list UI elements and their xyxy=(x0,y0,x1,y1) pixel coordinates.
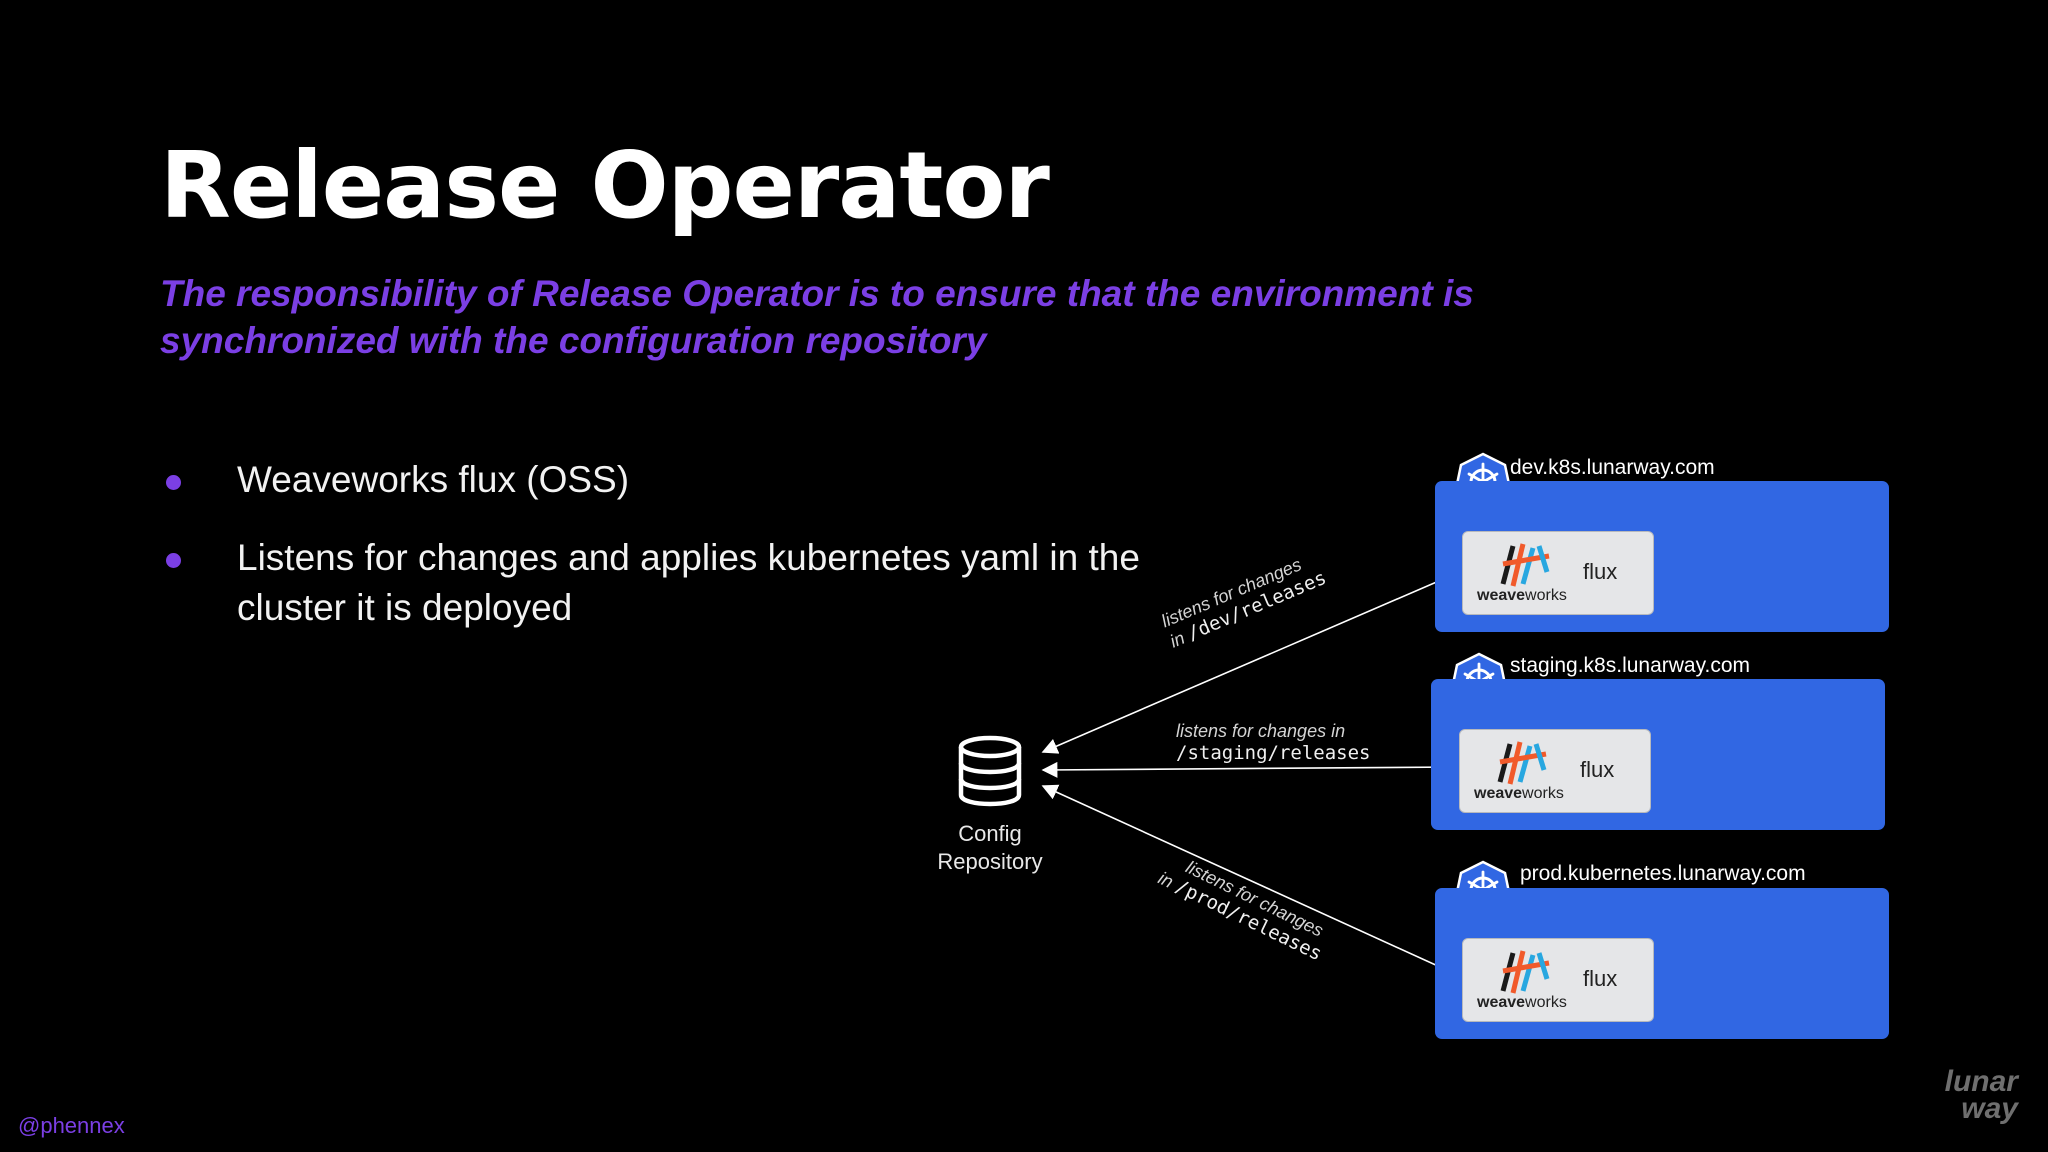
edge-label-staging: listens for changes in /staging/releases xyxy=(1176,720,1370,764)
edge-staging xyxy=(1041,761,1459,778)
weaveworks-logo-icon xyxy=(1500,950,1550,994)
bullet-item: Weaveworks flux (OSS) xyxy=(160,455,1160,505)
flux-label: flux xyxy=(1580,757,1615,782)
flux-card: flux weaveworks xyxy=(1462,531,1654,615)
bullet-text: Listens for changes and applies kubernet… xyxy=(237,537,1140,628)
cluster-box: flux weaveworks xyxy=(1431,679,1885,830)
cluster-name: staging.k8s.lunarway.com xyxy=(1510,654,1751,677)
slide-subtitle: The responsibility of Release Operator i… xyxy=(160,273,1474,361)
bullet-text: Weaveworks flux (OSS) xyxy=(237,459,630,500)
bullet-item: Listens for changes and applies kubernet… xyxy=(160,533,1160,633)
flux-card: flux weaveworks xyxy=(1459,729,1651,813)
bullet-list: Weaveworks flux (OSS) Listens for change… xyxy=(160,455,1160,661)
config-repository: Config Repository xyxy=(935,735,1045,876)
repository-label: Config Repository xyxy=(937,821,1043,874)
database-icon xyxy=(958,735,1022,807)
weaveworks-label: weaveworks xyxy=(1477,587,1567,604)
edge-prod xyxy=(1041,784,1463,978)
bullet-dot-icon xyxy=(166,475,181,490)
edge-dev xyxy=(1041,570,1463,754)
cluster-box: flux weaveworks xyxy=(1435,481,1889,632)
weaveworks-label: weaveworks xyxy=(1477,994,1567,1011)
edge-label-path: /staging/releases xyxy=(1176,742,1371,764)
slide-title: Release Operator xyxy=(160,132,1050,239)
author-handle: @phennex xyxy=(18,1113,125,1138)
flux-label: flux xyxy=(1583,966,1618,991)
lunarway-logo: lunar way xyxy=(1944,1065,2018,1125)
edge-label-text: listens for changes in xyxy=(1176,721,1346,741)
weaveworks-logo-icon xyxy=(1497,741,1547,785)
weaveworks-logo-icon xyxy=(1500,543,1550,587)
weaveworks-label: weaveworks xyxy=(1474,785,1564,802)
bullet-dot-icon xyxy=(166,553,181,568)
cluster-name: dev.k8s.lunarway.com xyxy=(1510,456,1715,479)
flux-label: flux xyxy=(1583,559,1618,584)
cluster-box: flux weaveworks xyxy=(1435,888,1889,1039)
flux-card: flux weaveworks xyxy=(1462,938,1654,1022)
cluster-name: prod.kubernetes.lunarway.com xyxy=(1520,862,1806,885)
